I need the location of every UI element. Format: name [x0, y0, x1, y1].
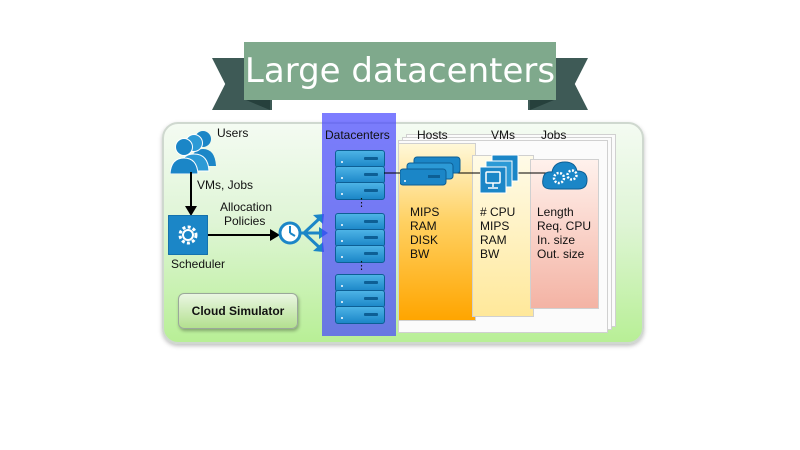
host-server-icon	[400, 156, 461, 186]
hosts-item: RAM	[410, 219, 437, 233]
vms-item: RAM	[480, 233, 507, 247]
jobs-item: In. size	[537, 233, 576, 247]
hosts-item: DISK	[410, 233, 439, 247]
vms-jobs-label: VMs, Jobs	[197, 178, 254, 192]
datacenters-label: Datacenters	[325, 128, 390, 142]
cloud-simulator-button[interactable]: Cloud Simulator	[178, 293, 298, 329]
scheduler-to-dispatcher-arrow	[208, 229, 280, 241]
cloud-gears-icon	[542, 161, 588, 190]
vms-item: # CPU	[480, 205, 516, 219]
page-title: Large datacenters	[244, 51, 556, 91]
jobs-item: Out. size	[537, 247, 585, 261]
scheduler-label: Scheduler	[171, 257, 226, 271]
policies-label: Policies	[224, 214, 266, 228]
scheduler-icon	[168, 215, 208, 255]
hosts-item: BW	[410, 247, 430, 261]
jobs-title: Jobs	[541, 128, 567, 142]
jobs-item: Req. CPU	[537, 219, 592, 233]
hosts-item: MIPS	[410, 205, 440, 219]
banner-fold-left	[246, 100, 270, 110]
vms-title: VMs	[491, 128, 515, 142]
users-to-scheduler-arrow	[185, 172, 197, 216]
title-banner: Large datacenters	[244, 42, 556, 100]
vms-item: BW	[480, 247, 500, 261]
ellipsis-dots: ⋮	[356, 260, 367, 272]
jobs-item: Length	[537, 205, 574, 219]
users-icon	[170, 131, 216, 174]
vms-item: MIPS	[480, 219, 510, 233]
server-icon	[335, 245, 385, 263]
ellipsis-dots: ⋮	[356, 197, 367, 209]
hosts-title: Hosts	[417, 128, 448, 142]
server-icon	[335, 213, 385, 231]
vm-stack-icon	[480, 155, 519, 194]
banner-fold-right	[530, 100, 554, 110]
dispatcher-icon	[278, 214, 328, 252]
allocation-label: Allocation	[220, 200, 273, 214]
server-icon	[335, 182, 385, 200]
users-label: Users	[217, 126, 249, 140]
server-icon	[335, 306, 385, 324]
